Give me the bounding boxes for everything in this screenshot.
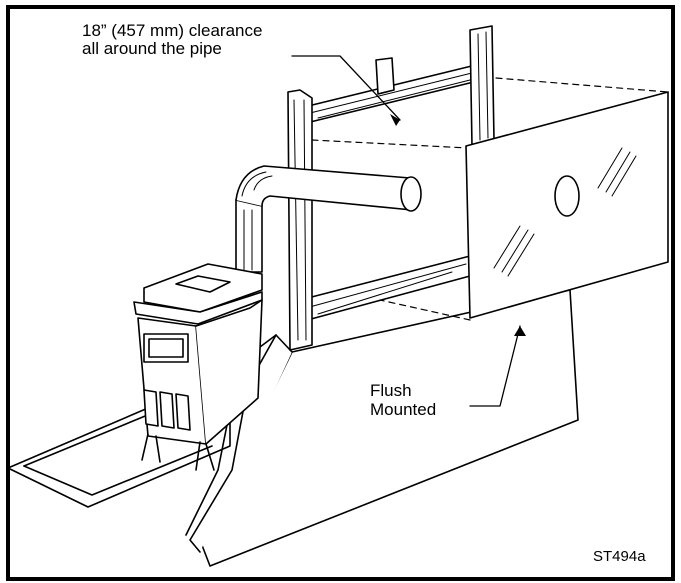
clearance-label-line2: all around the pipe [82, 39, 222, 58]
ceiling-framing [299, 61, 491, 323]
leader-lines [291, 55, 521, 407]
figure-code: ST494a [593, 548, 646, 565]
flush-mounted-label-line2: Mounted [370, 400, 437, 419]
clearance-dashes [311, 77, 669, 321]
flush-arrowhead [514, 326, 526, 336]
stove-pipe [235, 165, 422, 273]
glass-shield [465, 91, 669, 319]
vertical-studs [287, 25, 495, 351]
wood-stove [133, 263, 263, 471]
flush-mounted-label-line1: Flush [370, 381, 412, 400]
wall-panel [185, 289, 579, 567]
clearance-arrowhead [390, 114, 400, 126]
clearance-label-line1: 18” (457 mm) clearance [82, 21, 263, 40]
